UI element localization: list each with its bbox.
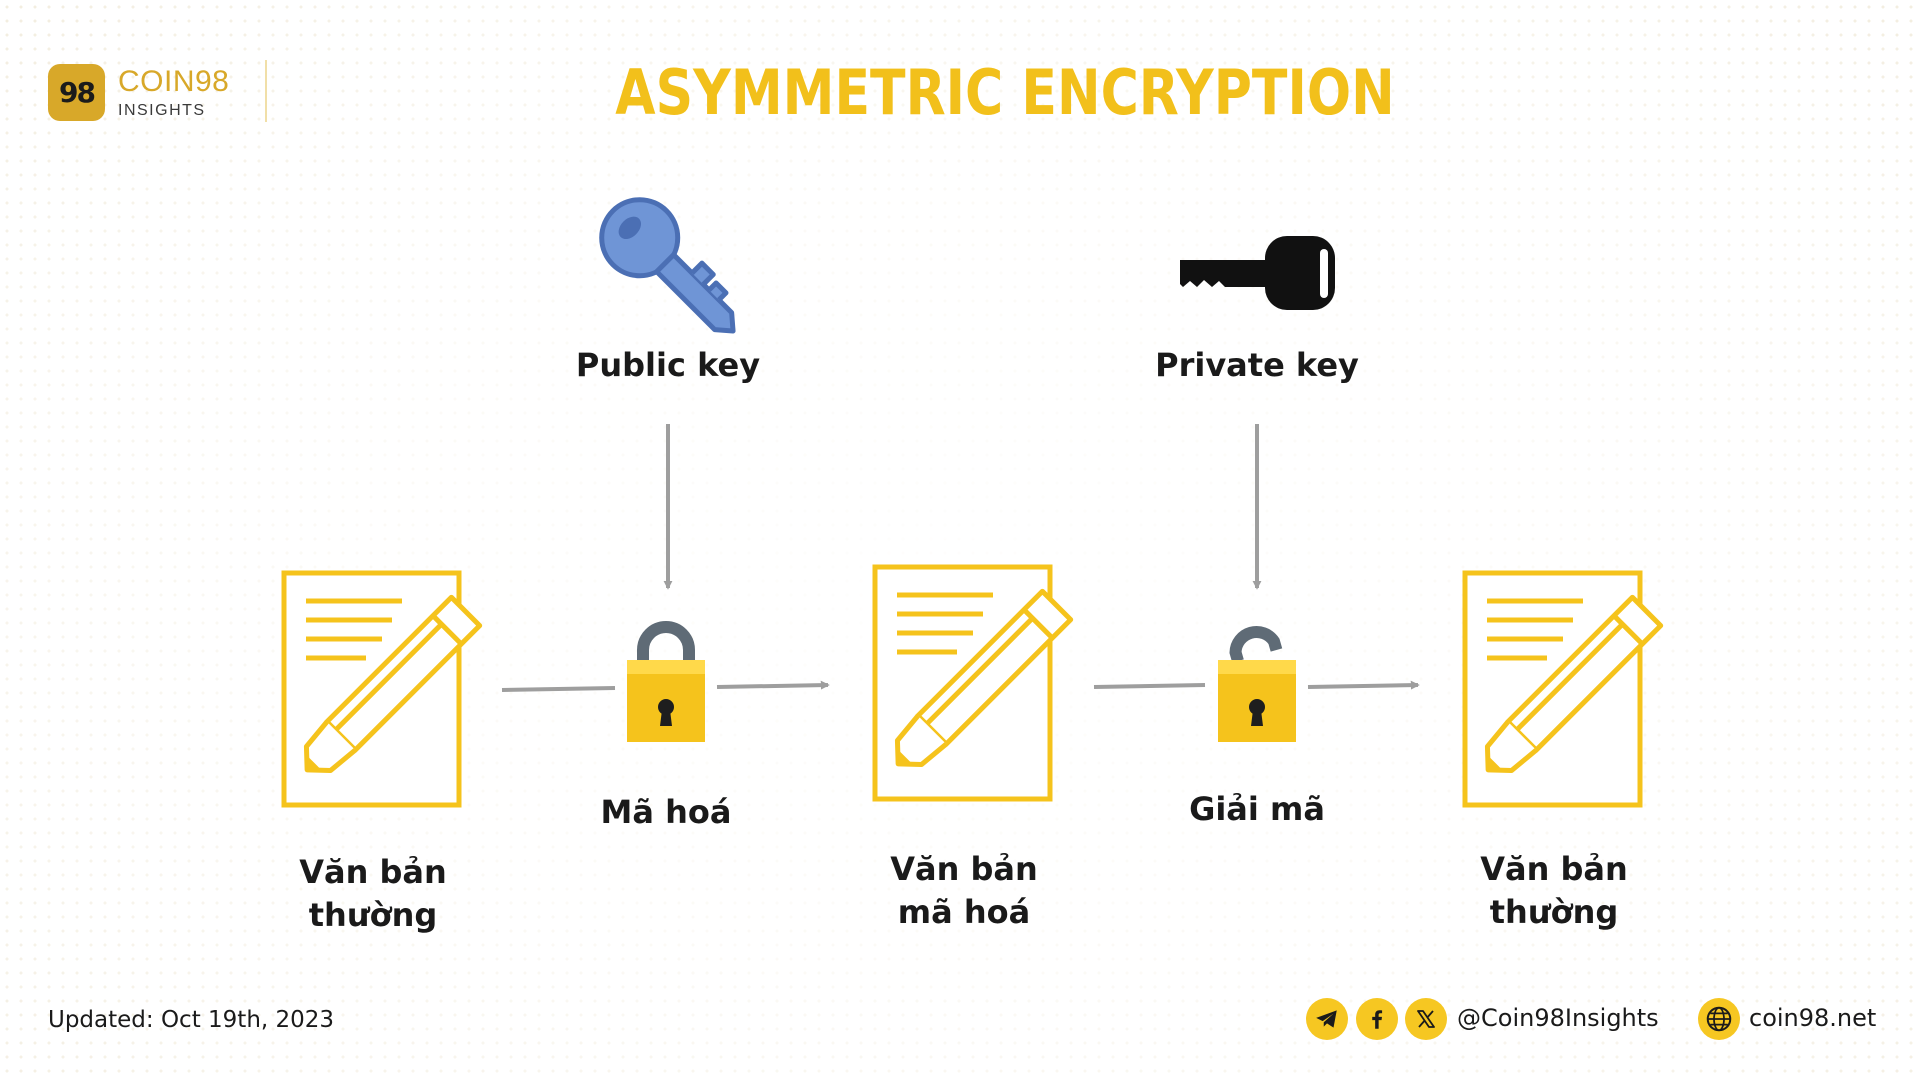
coin98-logo[interactable]: 98 COIN98 INSIGHTS xyxy=(48,64,229,121)
logo-wordmark: COIN98 INSIGHTS xyxy=(118,64,230,119)
document-pencil-icon xyxy=(875,567,1071,799)
document-label-line: Văn bản xyxy=(890,850,1038,888)
coin98-badge-icon: 98 xyxy=(48,64,105,121)
connector-arrow xyxy=(1307,680,1420,690)
telegram-icon[interactable] xyxy=(1306,998,1348,1040)
logo-divider xyxy=(265,60,267,122)
ciphertext-label: Văn bản mã hoá xyxy=(864,848,1064,934)
private-key-label: Private key xyxy=(1155,346,1359,384)
document-label-line: Văn bản xyxy=(1480,850,1628,888)
open-padlock-icon xyxy=(1218,626,1296,742)
connector-line xyxy=(501,686,616,692)
globe-icon[interactable] xyxy=(1698,998,1740,1040)
x-icon[interactable] xyxy=(1405,998,1447,1040)
document-pencil-icon xyxy=(1465,573,1661,805)
document-label-line: mã hoá xyxy=(897,893,1031,931)
decrypt-label: Giải mã xyxy=(1189,790,1325,828)
connector-arrow xyxy=(716,680,830,690)
closed-padlock-icon xyxy=(627,621,705,742)
document-label-line: thường xyxy=(1489,893,1619,931)
plaintext-label: Văn bản thường xyxy=(273,851,473,937)
connector-line xyxy=(1093,683,1206,689)
x-glyph xyxy=(1417,1010,1435,1028)
document-label-line: thường xyxy=(308,896,438,934)
public-key-label: Public key xyxy=(575,346,761,384)
globe-glyph xyxy=(1706,1006,1732,1032)
updated-date: Updated: Oct 19th, 2023 xyxy=(48,1007,335,1033)
document-pencil-icon xyxy=(284,573,480,805)
page-title: ASYMMETRIC ENCRYPTION xyxy=(615,56,1395,129)
website-link[interactable]: coin98.net xyxy=(1749,1004,1877,1032)
blue-key-icon xyxy=(599,197,736,334)
logo-sub: INSIGHTS xyxy=(118,101,206,119)
plaintext-label: Văn bản thường xyxy=(1454,848,1654,934)
facebook-glyph xyxy=(1372,1010,1383,1029)
telegram-glyph xyxy=(1316,1010,1337,1028)
logo-name: COIN98 xyxy=(118,64,230,98)
social-handle[interactable]: @Coin98Insights xyxy=(1457,1004,1659,1032)
black-key-icon xyxy=(1180,236,1335,310)
encrypt-label: Mã hoá xyxy=(600,793,732,831)
facebook-icon[interactable] xyxy=(1356,998,1398,1040)
document-label-line: Văn bản xyxy=(299,853,447,891)
